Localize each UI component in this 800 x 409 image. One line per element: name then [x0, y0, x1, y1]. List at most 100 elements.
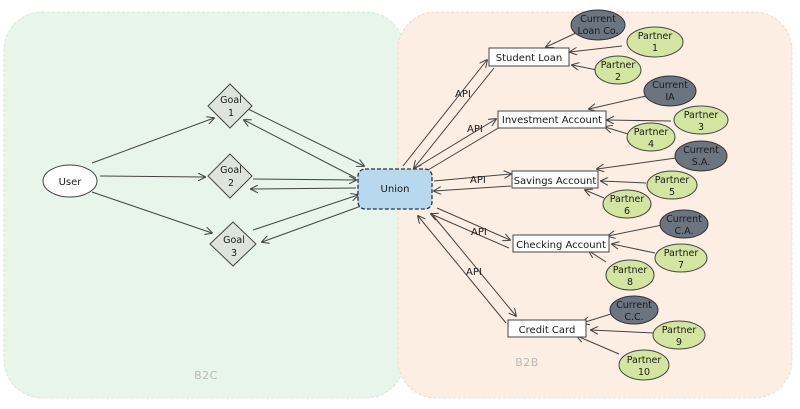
- partner-9-line1: Partner: [662, 325, 697, 336]
- partner-2-line2: 2: [615, 72, 621, 83]
- edge-current-loan-student-loan: [546, 32, 577, 47]
- current-sa-node[interactable]: Current S.A.: [674, 140, 728, 172]
- union-label: Union: [381, 184, 410, 195]
- partner-9-line2: 9: [676, 337, 682, 348]
- current-cc-line2: C.C.: [624, 312, 643, 323]
- api-label-investment: API: [467, 124, 483, 135]
- goal-1-label: Goal: [220, 95, 242, 106]
- current-ca-node[interactable]: Current C.A.: [659, 209, 709, 239]
- current-ia-line2: IA: [665, 92, 675, 103]
- checking-account-node[interactable]: Checking Account: [512, 234, 610, 253]
- partner-10-line2: 10: [638, 367, 650, 378]
- goal-node-3[interactable]: Goal 3: [209, 221, 257, 267]
- current-ca-line2: C.A.: [674, 226, 693, 237]
- investment-account-node[interactable]: Investment Account: [497, 110, 607, 129]
- edge-current-sa-savings: [597, 157, 677, 169]
- edge-union-investment: [411, 119, 496, 171]
- student-loan-node[interactable]: Student Loan: [488, 47, 570, 67]
- partner-6-line2: 6: [624, 206, 630, 217]
- user-node[interactable]: User: [42, 164, 98, 198]
- edge-student-loan-union: [414, 67, 495, 168]
- union-node[interactable]: Union: [357, 168, 433, 210]
- edge-checking-union: [431, 214, 510, 249]
- edge-investment-union: [418, 126, 501, 176]
- edge-user-goal1: [91, 118, 214, 164]
- partner-4-line2: 4: [648, 139, 654, 150]
- partner-2-line1: Partner: [601, 60, 636, 71]
- partner-9-node[interactable]: Partner 9: [652, 320, 706, 350]
- edge-partner8-checking: [589, 251, 607, 263]
- current-cc-node[interactable]: Current C.C.: [609, 295, 659, 325]
- api-label-student-loan: API: [455, 89, 471, 100]
- current-sa-line1: Current: [683, 145, 719, 156]
- edge-goal2-union: [252, 179, 356, 180]
- partner-3-node[interactable]: Partner 3: [673, 105, 729, 135]
- current-ia-node[interactable]: Current IA: [643, 75, 697, 107]
- partner-6-line1: Partner: [610, 194, 645, 205]
- current-loan-co-node[interactable]: Current Loan Co.: [570, 9, 626, 41]
- api-label-savings: API: [470, 175, 486, 186]
- current-loan-co-line1: Current: [580, 14, 616, 25]
- checking-account-label: Checking Account: [516, 240, 606, 251]
- user-label: User: [59, 177, 83, 188]
- student-loan-label: Student Loan: [496, 53, 563, 64]
- edge-partner2-student-loan: [572, 65, 598, 71]
- edge-partner10-credit-card: [577, 336, 620, 355]
- partner-10-node[interactable]: Partner 10: [618, 349, 670, 381]
- edge-partner9-credit-card: [591, 330, 655, 333]
- partner-5-node[interactable]: Partner 5: [646, 170, 698, 200]
- edge-credit-card-union: [418, 216, 507, 324]
- edge-partner1-student-loan: [570, 45, 623, 52]
- b2c-zone: [3, 11, 405, 399]
- partner-1-line2: 1: [652, 43, 658, 54]
- credit-card-label: Credit Card: [519, 325, 576, 336]
- partner-1-line1: Partner: [638, 31, 673, 42]
- edge-current-ia-investment: [589, 95, 647, 109]
- partner-4-line1: Partner: [634, 127, 669, 138]
- edge-goal3-union: [252, 195, 358, 231]
- goal-2-number: 2: [228, 178, 234, 189]
- edge-savings-union: [434, 185, 512, 191]
- edge-union-savings: [433, 174, 511, 182]
- api-label-checking: API: [471, 227, 487, 238]
- partner-8-line2: 8: [627, 277, 633, 288]
- credit-card-node[interactable]: Credit Card: [507, 319, 587, 338]
- edge-partner7-checking: [612, 244, 656, 254]
- edge-union-goal1: [244, 120, 357, 179]
- current-loan-co-line2: Loan Co.: [577, 26, 618, 37]
- edge-user-goal3: [91, 191, 212, 233]
- partner-6-node[interactable]: Partner 6: [602, 189, 652, 219]
- partner-5-line1: Partner: [655, 175, 690, 186]
- partner-1-node[interactable]: Partner 1: [626, 26, 684, 58]
- api-label-credit-card: API: [466, 267, 482, 278]
- partner-7-line1: Partner: [664, 248, 699, 259]
- partner-8-node[interactable]: Partner 8: [605, 259, 655, 291]
- savings-account-label: Savings Account: [514, 176, 597, 187]
- savings-account-node[interactable]: Savings Account: [511, 170, 599, 189]
- partner-8-line1: Partner: [613, 265, 648, 276]
- goal-3-number: 3: [231, 248, 237, 259]
- goal-3-label: Goal: [223, 235, 245, 246]
- edge-user-goal2: [99, 176, 205, 177]
- edge-partner4-investment: [605, 127, 629, 135]
- investment-account-label: Investment Account: [502, 115, 602, 126]
- partner-3-line2: 3: [698, 122, 704, 133]
- b2c-zone-label: B2C: [194, 369, 218, 382]
- partner-7-node[interactable]: Partner 7: [654, 243, 708, 273]
- edges: [91, 32, 677, 355]
- goal-node-2[interactable]: Goal 2: [207, 153, 253, 199]
- edge-union-student-loan: [402, 60, 487, 167]
- current-ia-line1: Current: [652, 80, 688, 91]
- current-sa-line2: S.A.: [692, 157, 710, 168]
- edge-union-credit-card: [430, 212, 516, 316]
- partner-2-node[interactable]: Partner 2: [594, 55, 642, 85]
- b2b-zone-label: B2B: [515, 356, 539, 369]
- current-cc-line1: Current: [616, 300, 652, 311]
- edge-union-goal3: [262, 204, 365, 242]
- goal-2-label: Goal: [220, 165, 242, 176]
- partner-3-line1: Partner: [684, 110, 719, 121]
- partner-4-node[interactable]: Partner 4: [626, 122, 676, 152]
- goal-node-1[interactable]: Goal 1: [207, 83, 253, 129]
